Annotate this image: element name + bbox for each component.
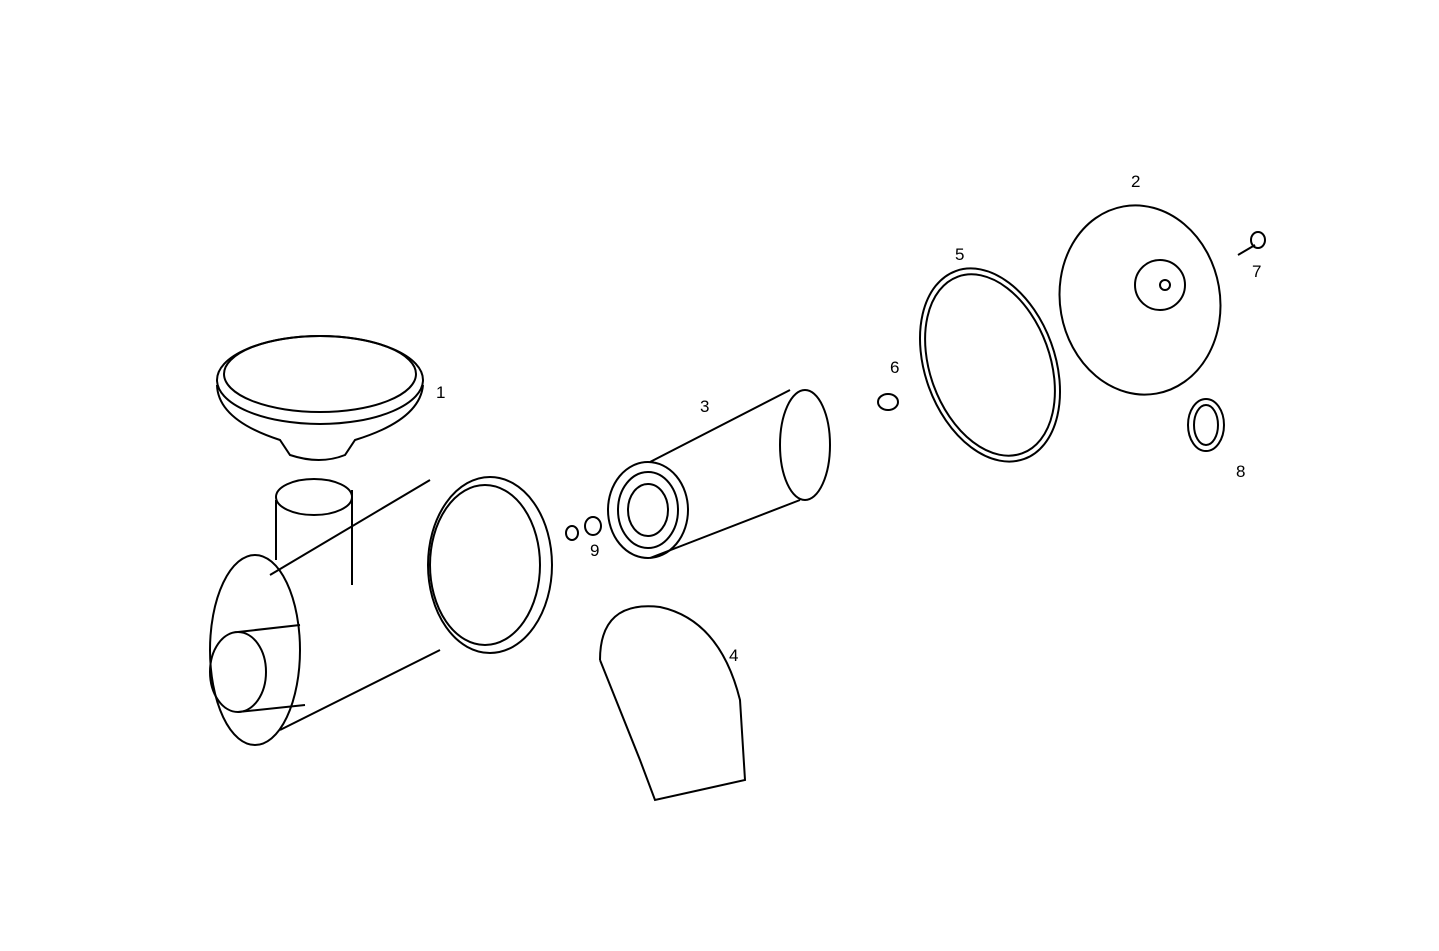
part-1-cap <box>216 335 424 461</box>
callout-7: 7 <box>1252 262 1262 281</box>
callout-4: 4 <box>729 646 739 665</box>
callout-5: 5 <box>955 245 965 264</box>
callout-1: 1 <box>436 383 446 402</box>
part-8-dust-valve <box>1187 398 1225 452</box>
part-6-fitting <box>877 393 899 411</box>
callout-3: 3 <box>700 397 710 416</box>
part-7-wing-bolt <box>1237 231 1266 256</box>
part-9-nut-washer <box>565 516 602 541</box>
part-3-filter-element <box>607 389 831 559</box>
callout-6: 6 <box>890 358 900 377</box>
callout-2: 2 <box>1131 172 1141 191</box>
part-housing <box>209 476 553 746</box>
part-2-end-cover <box>1058 204 1222 396</box>
callout-8: 8 <box>1236 462 1246 481</box>
callout-9: 9 <box>590 541 600 560</box>
part-4-clamp-band <box>599 605 747 802</box>
part-5-gasket <box>918 267 1062 463</box>
